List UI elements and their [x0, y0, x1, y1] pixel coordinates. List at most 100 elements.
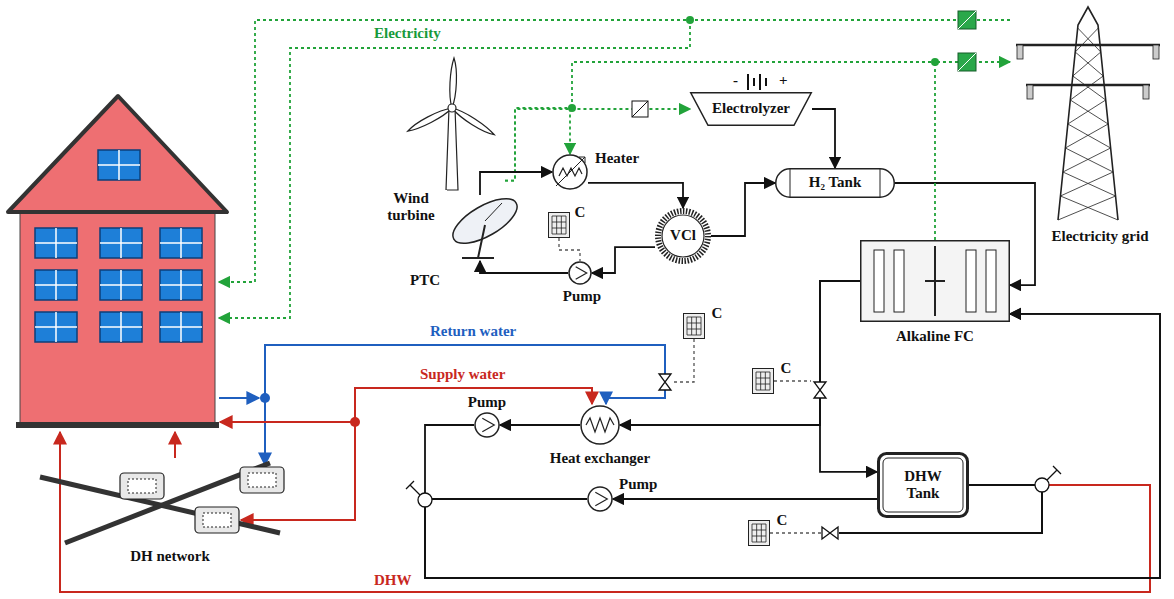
junction-dot	[931, 58, 939, 66]
solar-collector-outline	[485, 203, 502, 221]
storage-tank-outline	[883, 458, 963, 512]
pipe-line	[711, 183, 775, 236]
controller-outline	[549, 213, 570, 238]
node-label: Heat exchanger	[520, 450, 680, 467]
district-network-outline	[35, 455, 285, 545]
node-label: C	[709, 305, 725, 322]
reactor-circle: VCl	[655, 208, 711, 264]
controller-outline	[753, 369, 774, 394]
control-signal	[774, 380, 811, 381]
pump-symbol: Pump	[474, 412, 500, 438]
storage-tank: DHW Tank	[877, 452, 969, 518]
pump-symbol-outline	[569, 262, 591, 284]
valve-symbol	[814, 382, 826, 398]
solar-collector: PTC	[440, 195, 520, 261]
hydrogen-tank-outline	[776, 169, 895, 198]
pump-symbol-outline	[595, 492, 607, 506]
flow-label: Return water	[428, 323, 518, 340]
valve-symbol	[1035, 478, 1049, 492]
wind-turbine-outline	[450, 58, 457, 108]
wind-turbine-outline	[450, 106, 497, 137]
grid-tower-outline	[1143, 85, 1149, 99]
reactor-circle-outline	[658, 211, 708, 261]
controller-outline	[684, 314, 705, 339]
node-label: Electricity grid	[1050, 228, 1150, 245]
control-signal	[674, 339, 821, 533]
building	[35, 270, 77, 300]
hydrogen-tank-outline	[790, 169, 880, 197]
controller-outline	[756, 372, 770, 390]
junction-dot	[260, 393, 270, 403]
grid-tower-outline	[1017, 45, 1023, 59]
pump-symbol-outline	[482, 418, 494, 432]
building	[20, 205, 215, 427]
node-label: Heater	[594, 150, 654, 167]
building	[8, 96, 227, 212]
controller-outline	[548, 212, 570, 238]
heater-outline	[552, 154, 588, 190]
heat-exchanger-outline	[586, 418, 614, 432]
controller-outline	[749, 521, 770, 546]
battery-symbol	[754, 78, 766, 86]
pump-symbol-outline	[568, 261, 592, 285]
district-network-outline	[128, 479, 156, 493]
fuel-cell-outline	[986, 250, 996, 312]
valve-symbol	[659, 374, 671, 390]
dhw-pipe	[60, 432, 1150, 592]
fuel-cell-outline	[966, 250, 976, 312]
controller: C	[548, 212, 570, 238]
supply-water-pipe	[220, 421, 355, 423]
inverter-box	[632, 101, 648, 117]
hydrogen-tank: H₂ Tank	[775, 168, 895, 198]
building	[100, 312, 142, 342]
controller: C	[683, 313, 705, 339]
valve-symbol	[406, 481, 420, 495]
inverter-box	[632, 101, 648, 117]
electrolyzer-outline	[691, 93, 812, 126]
solar-collector-outline	[440, 195, 520, 261]
building	[160, 312, 202, 342]
return-water-pipe	[606, 390, 665, 404]
controller: C	[748, 520, 770, 546]
controller-outline	[748, 520, 770, 546]
pump-symbol-outline	[588, 487, 612, 511]
heater-outline	[556, 157, 585, 186]
district-network-outline	[240, 467, 284, 493]
controller-outline	[752, 524, 766, 542]
node-label: C	[778, 360, 794, 377]
building	[160, 270, 202, 300]
pump-symbol-outline	[576, 267, 587, 279]
pipe-line	[812, 109, 835, 168]
junction-dot	[568, 104, 576, 112]
pipe-line	[620, 281, 860, 425]
pipe-line	[613, 498, 877, 500]
return-water-pipe	[219, 345, 665, 465]
fuel-cell-outline	[861, 241, 1010, 322]
battery-symbol	[748, 74, 766, 90]
building	[8, 96, 227, 428]
wind-turbine: Wind turbine	[400, 55, 505, 190]
heat-exchanger-outline	[581, 406, 619, 444]
pump-symbol-outline	[587, 486, 613, 512]
building	[100, 228, 142, 258]
controller: C	[752, 368, 774, 394]
valve-symbol	[822, 527, 838, 539]
heat-exchanger-outline	[580, 405, 620, 445]
reactor-circle-outline	[662, 215, 704, 257]
district-network-outline	[65, 463, 270, 543]
pipe-line	[588, 183, 683, 208]
electric-line	[505, 109, 690, 181]
solar-collector-outline	[462, 225, 494, 258]
junction-dot	[260, 16, 939, 427]
grid-tower: Electricity grid	[1010, 5, 1165, 220]
pump-symbol-outline	[474, 412, 500, 438]
grid-tower-outline	[1010, 5, 1165, 220]
node-label: PTC	[405, 272, 445, 289]
node-label: H₂ Tank	[809, 174, 861, 191]
controller-outline	[683, 313, 705, 339]
node-label: Pump	[462, 394, 512, 411]
node-label: Wind turbine	[375, 190, 447, 225]
controller-outline	[752, 368, 774, 394]
grid-tower-outline	[1016, 45, 1160, 85]
